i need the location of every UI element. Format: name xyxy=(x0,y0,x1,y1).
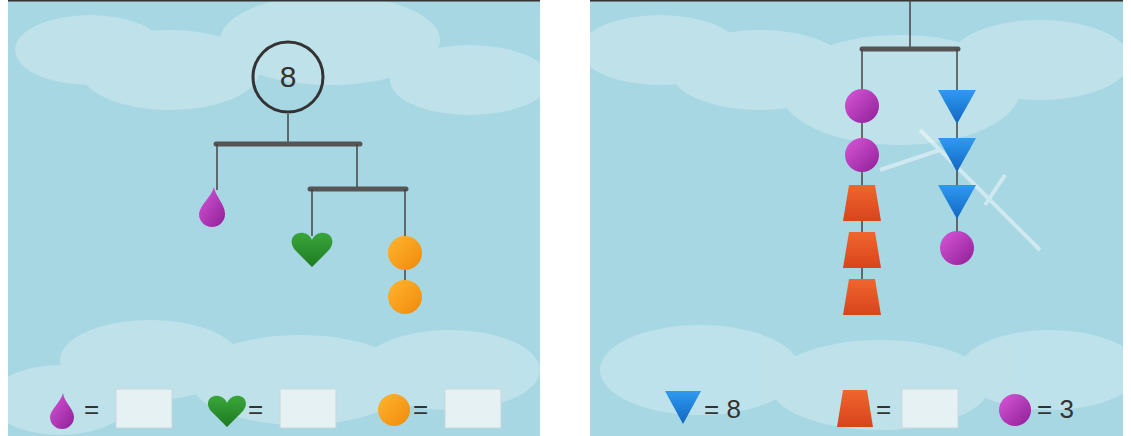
purple-ball xyxy=(845,138,879,172)
drop-shape xyxy=(199,187,225,227)
equation-text: = xyxy=(248,394,263,424)
equation-text: = 3 xyxy=(1037,394,1074,424)
trapezoid-shape xyxy=(837,390,873,427)
circle-outline xyxy=(253,42,323,112)
triangle-shape xyxy=(938,90,976,124)
answer-box xyxy=(445,389,501,428)
orange-ball xyxy=(388,236,422,270)
trapezoid-shape xyxy=(843,185,881,221)
purple-ball xyxy=(999,394,1031,426)
right-mobile xyxy=(843,0,976,315)
top-rule xyxy=(590,0,1123,2)
orange-ball xyxy=(388,280,422,314)
triangle-shape xyxy=(938,138,976,172)
orange-ball xyxy=(378,394,410,426)
purple-ball xyxy=(845,89,879,123)
drop-shape xyxy=(50,393,74,429)
trapezoid-shape xyxy=(843,279,881,315)
number-circle: 8 xyxy=(251,40,325,114)
purple-ball xyxy=(940,231,974,265)
equation-text: = xyxy=(84,394,99,424)
left-answer-row xyxy=(50,389,501,429)
answer-box xyxy=(902,389,958,428)
triangle-shape xyxy=(938,185,976,219)
right-answer-row xyxy=(665,389,1031,428)
clouds xyxy=(590,15,1123,430)
heart-shape xyxy=(292,233,333,267)
equation-text: = xyxy=(413,394,428,424)
answer-box xyxy=(280,389,336,428)
heart-shape xyxy=(208,396,246,427)
answer-box xyxy=(116,389,172,428)
clouds xyxy=(8,0,540,435)
equation-text: = 8 xyxy=(704,394,741,424)
top-rule xyxy=(8,0,540,2)
equation-text: = xyxy=(876,394,891,424)
triangle-shape xyxy=(665,391,701,424)
circle-number: 8 xyxy=(280,60,297,94)
trapezoid-shape xyxy=(843,232,881,268)
left-mobile xyxy=(199,114,422,314)
